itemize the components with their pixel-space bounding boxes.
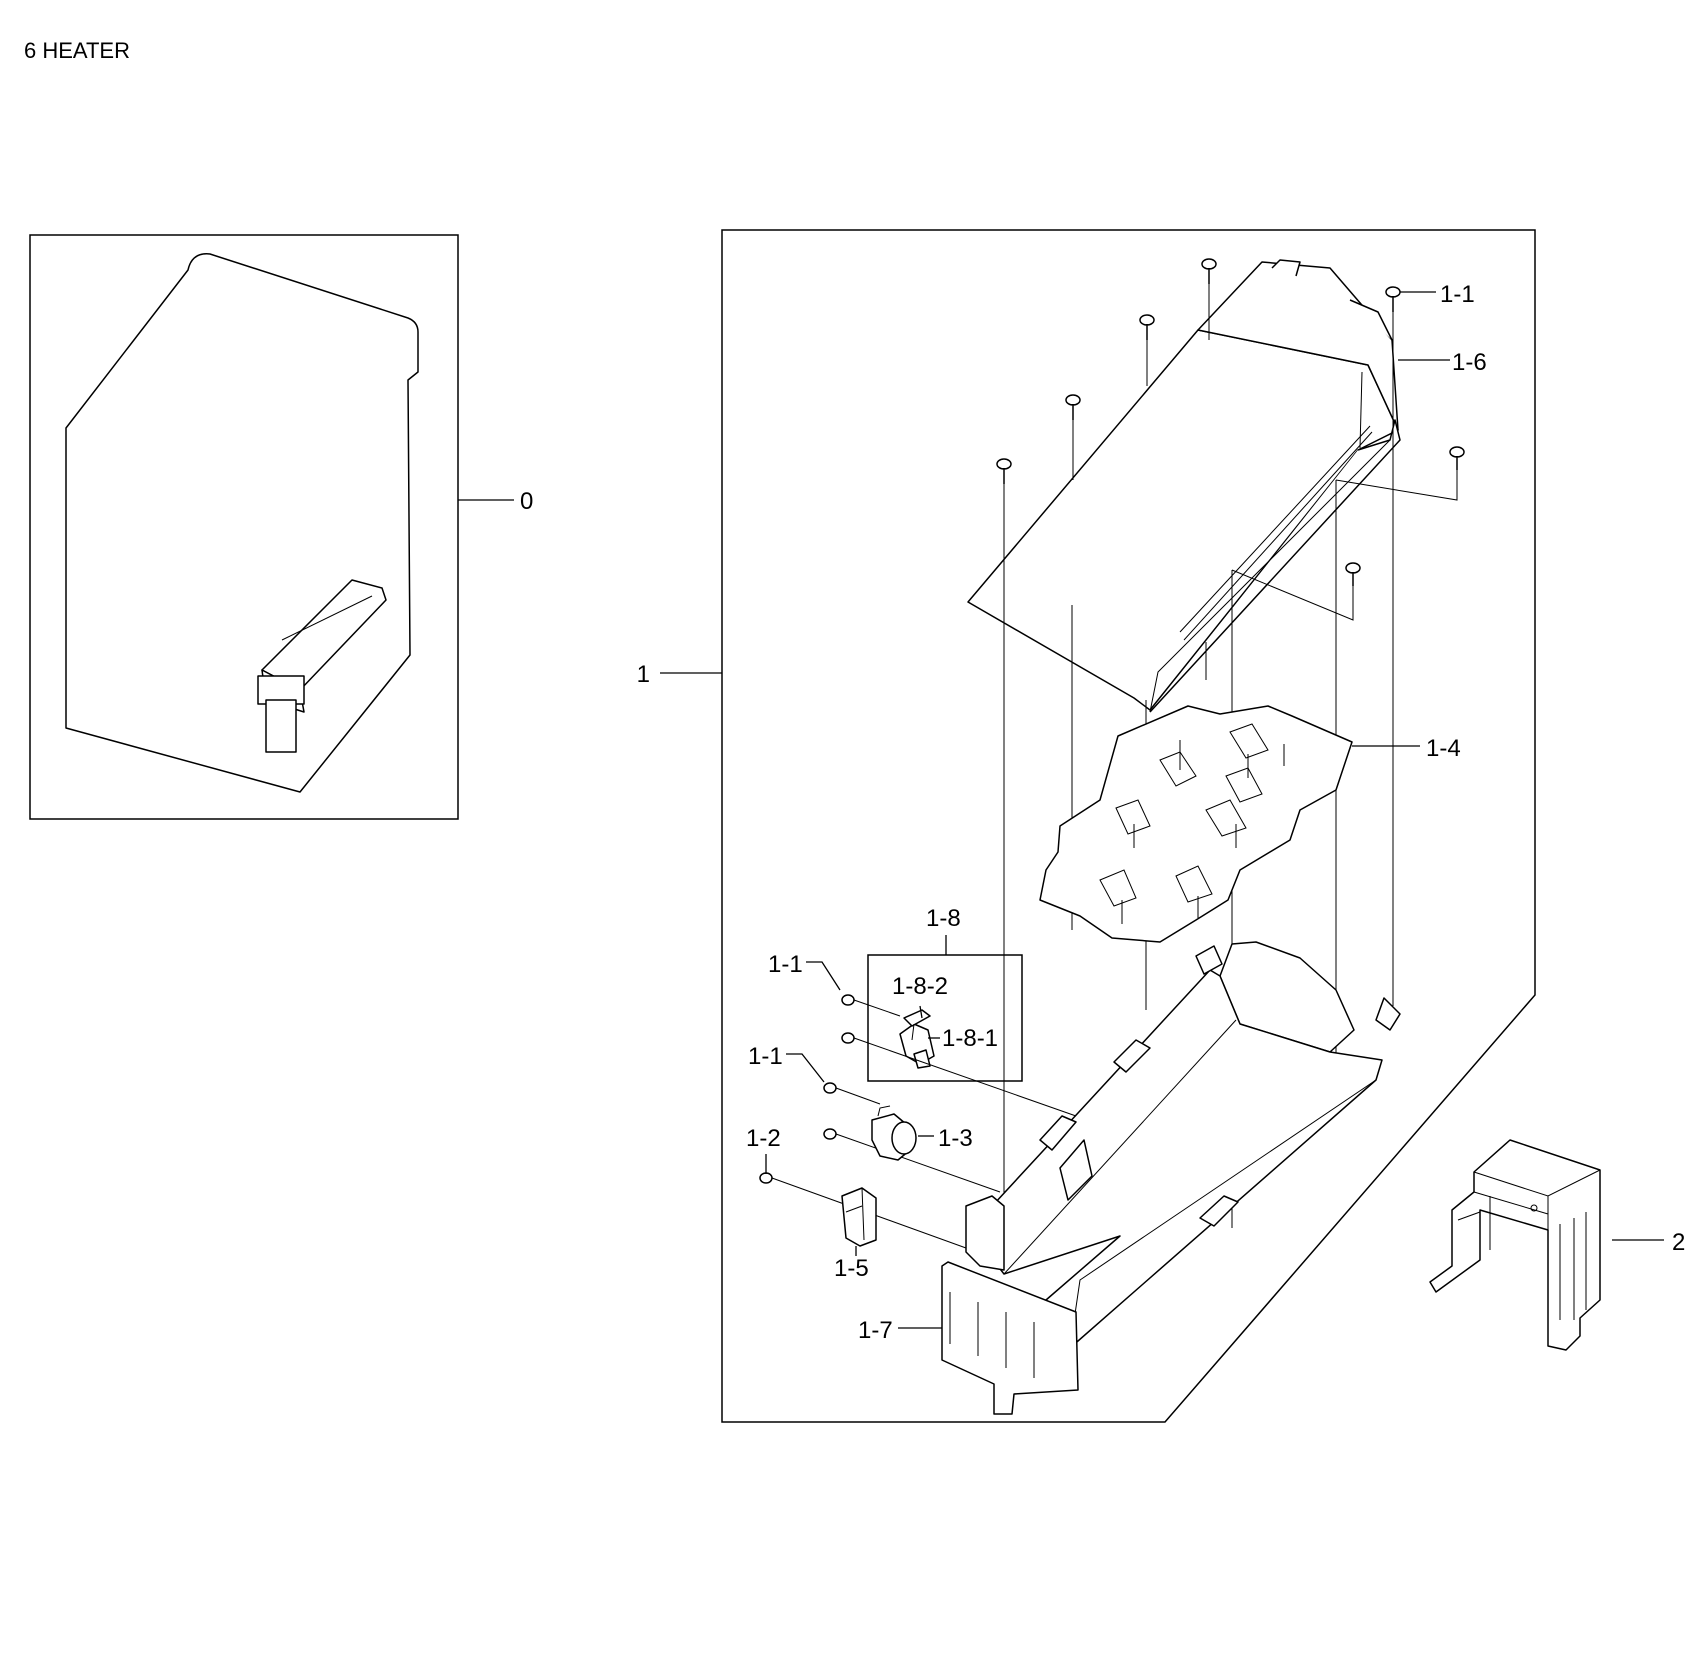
callout-0: 0 — [520, 488, 533, 515]
screw-axes — [771, 999, 1077, 1249]
part-lower-housing — [969, 941, 1401, 1349]
callout-1-5: 1-5 — [834, 1255, 869, 1282]
callout-1-8-2: 1-8-2 — [892, 973, 948, 1000]
assembly-0-dryer-overview: 0 — [29, 234, 533, 820]
callout-1-1-b: 1-1 — [748, 1043, 783, 1070]
duct-trim — [1179, 425, 1373, 641]
leader-1-1-b — [786, 1053, 825, 1083]
heater-in-cabinet — [257, 579, 387, 753]
leader-1-8-2 — [919, 1005, 923, 1019]
overview-frame — [29, 234, 459, 820]
side-bracket — [965, 1195, 1005, 1271]
part-1-5-clip — [841, 1187, 877, 1247]
part-1-3-thermostat — [871, 1105, 917, 1161]
part-2-mounting-bracket — [1429, 1139, 1601, 1351]
callout-1: 1 — [637, 661, 650, 688]
callout-1-1-a: 1-1 — [768, 951, 803, 978]
callout-1-3: 1-3 — [938, 1125, 973, 1152]
callout-2: 2 — [1672, 1229, 1685, 1256]
callout-1-7: 1-7 — [858, 1317, 893, 1344]
subassembly-1-8-frame — [867, 954, 1023, 1082]
callout-1-1-top: 1-1 — [1440, 281, 1475, 308]
top-screws — [996, 258, 1465, 586]
callout-1-8: 1-8 — [926, 905, 961, 932]
page-title: 6 HEATER — [24, 38, 130, 63]
side-screws — [759, 994, 855, 1184]
callout-1-6: 1-6 — [1452, 349, 1487, 376]
callout-1-8-1: 1-8-1 — [942, 1025, 998, 1052]
dryer-cabinet — [65, 253, 419, 793]
assembly-1-heater: 1 — [637, 229, 1536, 1423]
part-1-8-thermal-fuse — [899, 1009, 935, 1069]
callout-1-2: 1-2 — [746, 1125, 781, 1152]
part-1-4-heater-plate — [1039, 705, 1353, 943]
assembly-1-frame — [721, 229, 1536, 1423]
part-1-7-front-plate — [941, 1261, 1079, 1415]
leader-1-1-a — [806, 961, 841, 991]
callout-1-4: 1-4 — [1426, 735, 1461, 762]
part-1-6-duct-cover — [967, 259, 1401, 713]
